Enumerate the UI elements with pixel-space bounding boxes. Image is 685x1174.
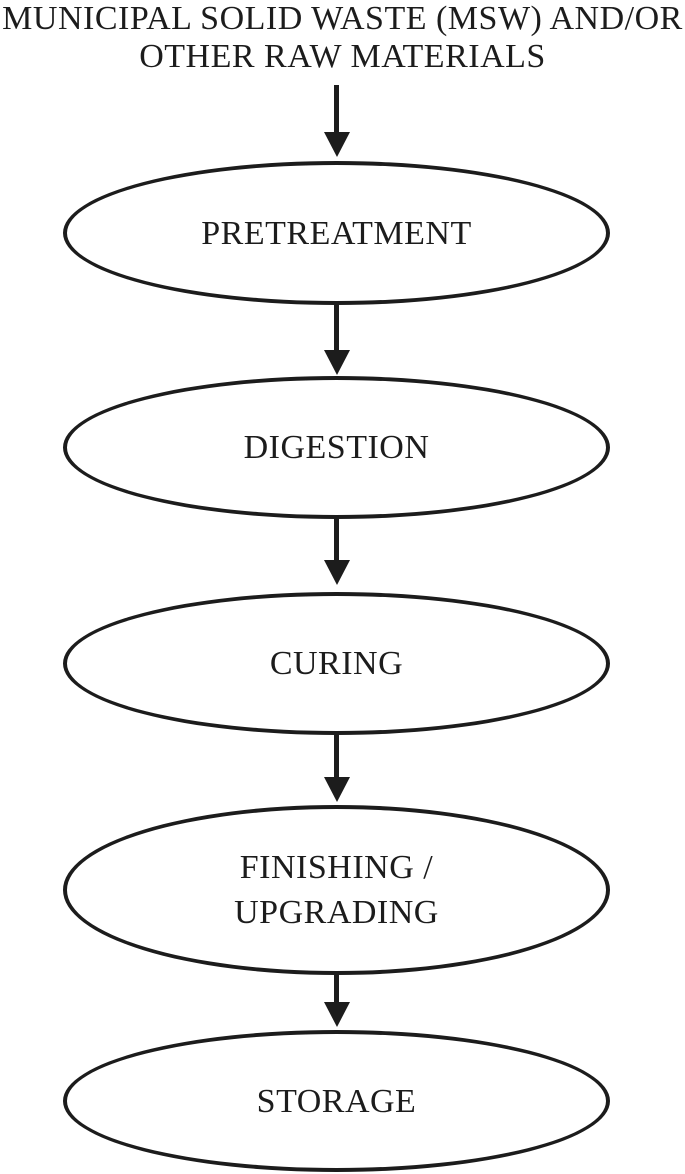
- diagram-title: MUNICIPAL SOLID WASTE (MSW) AND/OR OTHER…: [2, 0, 683, 75]
- arrow-shaft: [334, 975, 339, 1002]
- node-finishing-upgrading: FINISHING / UPGRADING: [63, 805, 610, 975]
- arrow-shaft: [334, 305, 339, 350]
- node-label: PRETREATMENT: [201, 214, 472, 252]
- node-label: DIGESTION: [243, 429, 430, 466]
- arrow-shaft: [334, 519, 339, 560]
- flow-arrow-5: [323, 975, 350, 1027]
- node-digestion: DIGESTION: [63, 376, 610, 519]
- node-pretreatment: PRETREATMENT: [63, 161, 610, 305]
- arrow-down-icon: [323, 1002, 350, 1027]
- flow-arrow-4: [323, 735, 350, 802]
- arrow-shaft: [334, 85, 339, 132]
- node-label: STORAGE: [256, 1082, 417, 1120]
- node-storage: STORAGE: [63, 1030, 610, 1172]
- arrow-shaft: [334, 735, 339, 777]
- flow-arrow-2: [323, 305, 350, 375]
- node-label: CURING: [269, 645, 404, 682]
- arrow-down-icon: [323, 132, 350, 157]
- arrow-down-icon: [323, 777, 350, 802]
- node-curing: CURING: [63, 592, 610, 735]
- arrow-down-icon: [323, 560, 350, 585]
- arrow-down-icon: [323, 350, 350, 375]
- flow-arrow-3: [323, 519, 350, 585]
- flow-arrow-1: [323, 85, 350, 157]
- node-label: FINISHING / UPGRADING: [234, 849, 439, 931]
